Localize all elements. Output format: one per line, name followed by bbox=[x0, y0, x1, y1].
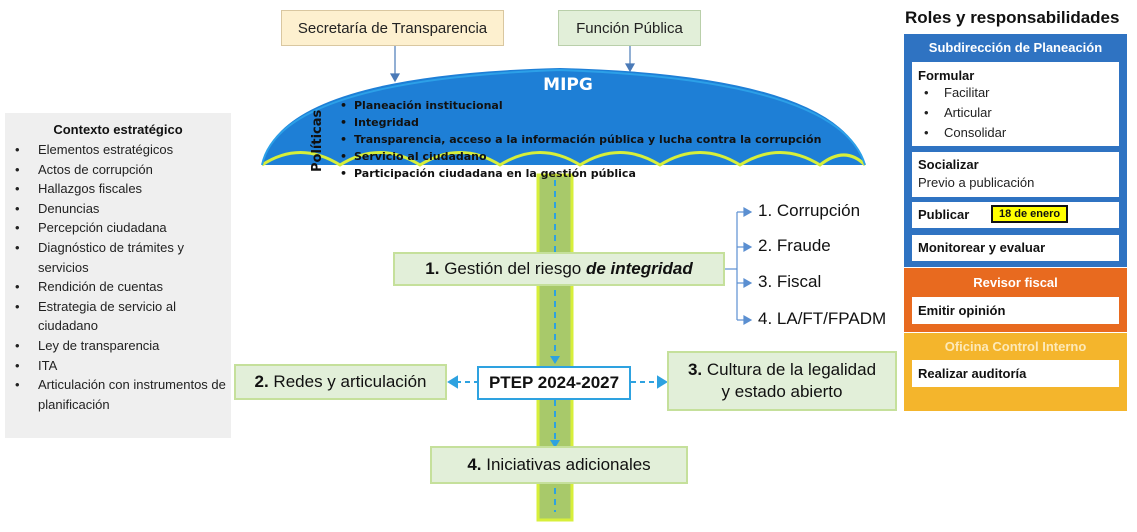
context-item: Hallazgos fiscales bbox=[5, 179, 231, 199]
formular-item: Articular bbox=[918, 103, 1113, 123]
revisor-action: Emitir opinión bbox=[918, 303, 1006, 318]
formular-item: Facilitar bbox=[918, 83, 1113, 103]
redes-text: Redes y articulación bbox=[273, 372, 427, 391]
cultura-num: 3. bbox=[687, 360, 703, 379]
policy-item: Participación ciudadana en la gestión pú… bbox=[340, 165, 821, 182]
cultura-line2: y estado abierto bbox=[721, 382, 843, 401]
context-item: Diagnóstico de trámites y servicios bbox=[5, 238, 231, 277]
socializar-title: Socializar bbox=[918, 157, 979, 172]
socializar-sub: Previo a publicación bbox=[918, 175, 1035, 190]
gestion-emphasis: de integridad bbox=[585, 259, 693, 278]
policy-item: Transparencia, acceso a la información p… bbox=[340, 131, 821, 148]
iniciativas-num: 4. bbox=[467, 455, 482, 474]
control-interno-action-box: Realizar auditoría bbox=[912, 360, 1119, 387]
risk-bracket bbox=[725, 206, 753, 326]
revisor-header: Revisor fiscal bbox=[973, 275, 1058, 290]
monitorear-box: Monitorear y evaluar bbox=[912, 235, 1119, 261]
gestion-riesgo-box: 1. Gestión del riesgo de integridad bbox=[393, 252, 725, 286]
context-item: Rendición de cuentas bbox=[5, 277, 231, 297]
ptep-box: PTEP 2024-2027 bbox=[477, 366, 631, 400]
risk-fraude: 2. Fraude bbox=[758, 236, 831, 255]
policy-item: Integridad bbox=[340, 114, 821, 131]
source-arrows bbox=[389, 46, 636, 83]
formular-box: Formular Facilitar Articular Consolidar bbox=[912, 62, 1119, 146]
context-item: Ley de transparencia bbox=[5, 336, 231, 356]
roles-title: Roles y responsabilidades bbox=[905, 8, 1120, 27]
secretaria-transparencia-box: Secretaría de Transparencia bbox=[281, 10, 504, 46]
mipg-title: MIPG bbox=[543, 75, 593, 95]
publicar-box: Publicar 18 de enero bbox=[912, 202, 1119, 228]
ptep-connectors bbox=[447, 375, 668, 389]
risk-corrupcion: 1. Corrupción bbox=[758, 201, 861, 220]
publicar-title: Publicar bbox=[918, 207, 970, 222]
control-interno-action: Realizar auditoría bbox=[918, 366, 1027, 381]
risk-fiscal: 3. Fiscal bbox=[758, 272, 822, 291]
policy-item: Planeación institucional bbox=[340, 97, 821, 114]
monitorear-title: Monitorear y evaluar bbox=[918, 240, 1046, 255]
iniciativas-text: Iniciativas adicionales bbox=[486, 455, 651, 474]
context-title: Contexto estratégico bbox=[53, 122, 183, 137]
funcion-publica-box: Función Pública bbox=[558, 10, 701, 46]
formular-title: Formular bbox=[918, 68, 975, 83]
iniciativas-box: 4. Iniciativas adicionales bbox=[430, 446, 688, 484]
control-interno-header: Oficina Control Interno bbox=[944, 339, 1087, 354]
policy-item: Servicio al ciudadano bbox=[340, 148, 821, 165]
cultura-box: 3. Cultura de la legalidad y estado abie… bbox=[667, 351, 897, 411]
politicas-label: Políticas bbox=[310, 109, 325, 172]
context-item: Actos de corrupción bbox=[5, 160, 231, 180]
context-item: Elementos estratégicos bbox=[5, 140, 231, 160]
subdireccion-panel: Subdirección de Planeación Formular Faci… bbox=[904, 34, 1127, 267]
context-item: Percepción ciudadana bbox=[5, 218, 231, 238]
policies-list: Planeación institucional Integridad Tran… bbox=[340, 97, 821, 182]
context-item: ITA bbox=[5, 356, 231, 376]
context-item: Denuncias bbox=[5, 199, 231, 219]
secretaria-transparencia-label: Secretaría de Transparencia bbox=[297, 19, 488, 37]
context-item: Articulación con instrumentos de planifi… bbox=[5, 375, 231, 414]
context-list: Elementos estratégicos Actos de corrupci… bbox=[5, 140, 231, 414]
funcion-publica-label: Función Pública bbox=[576, 19, 683, 37]
redes-box: 2. Redes y articulación bbox=[234, 364, 447, 400]
context-item: Estrategia de servicio al ciudadano bbox=[5, 297, 231, 336]
socializar-box: Socializar Previo a publicación bbox=[912, 152, 1119, 197]
context-panel: Contexto estratégico Elementos estratégi… bbox=[5, 113, 231, 438]
gestion-num: 1. bbox=[425, 259, 440, 278]
revisor-action-box: Emitir opinión bbox=[912, 297, 1119, 324]
cultura-line1: Cultura de la legalidad bbox=[706, 360, 877, 379]
formular-list: Facilitar Articular Consolidar bbox=[918, 83, 1113, 143]
subdireccion-header: Subdirección de Planeación bbox=[928, 40, 1103, 55]
formular-item: Consolidar bbox=[918, 123, 1113, 143]
control-interno-panel: Oficina Control Interno Realizar auditor… bbox=[904, 333, 1127, 411]
revisor-panel: Revisor fiscal Emitir opinión bbox=[904, 268, 1127, 332]
redes-num: 2. bbox=[254, 372, 269, 391]
gestion-text: Gestión del riesgo bbox=[444, 259, 582, 278]
publicar-date-badge: 18 de enero bbox=[991, 205, 1069, 223]
risk-laft: 4. LA/FT/FPADM bbox=[758, 309, 887, 328]
